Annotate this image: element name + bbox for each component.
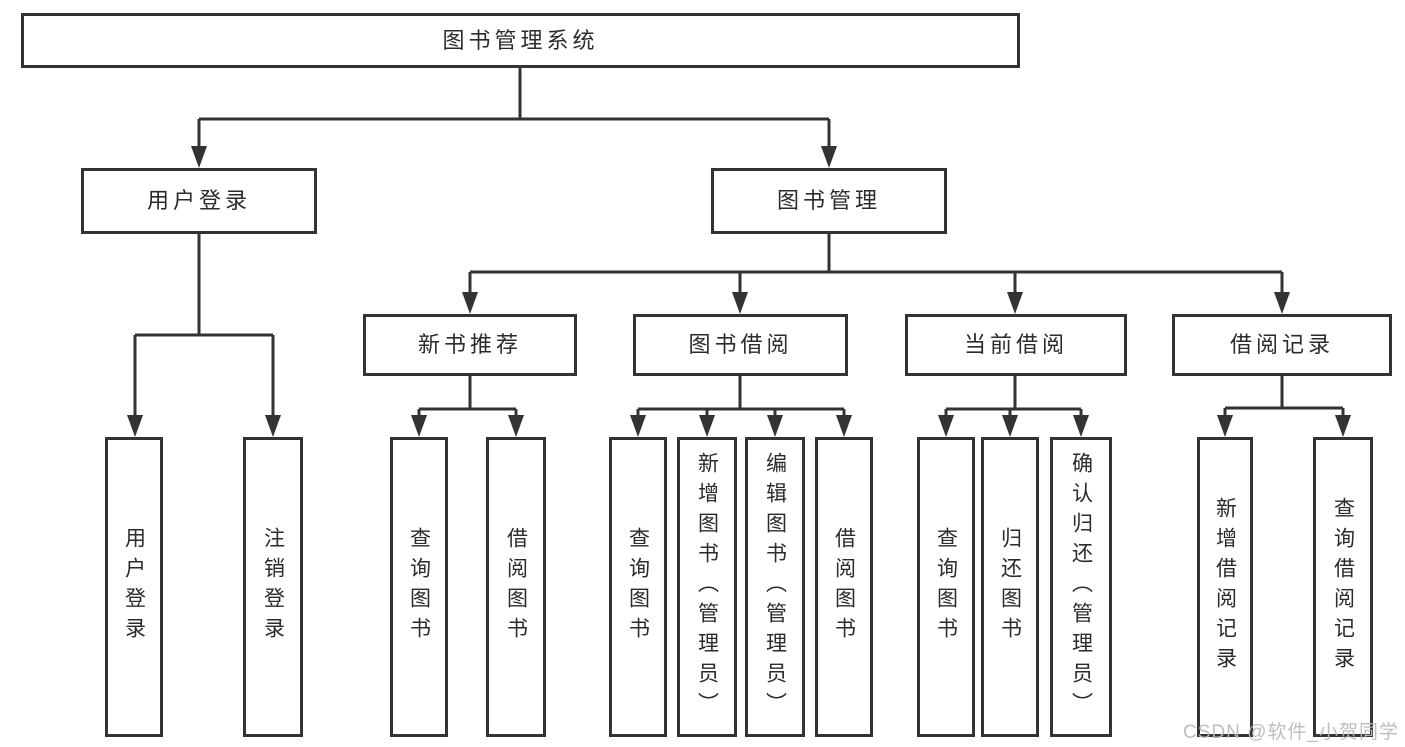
leaf-logout: 注销登录	[243, 437, 303, 737]
leaf-user-login-label: 用户登录	[122, 527, 146, 647]
leaf-query-borrow-record-label: 查询借阅记录	[1331, 497, 1355, 677]
leaf-return-book-label: 归还图书	[998, 527, 1022, 647]
node-root: 图书管理系统	[21, 13, 1020, 68]
node-current-borrow: 当前借阅	[905, 314, 1127, 376]
leaf-add-book-admin-label: 新增图书（管理员）	[695, 452, 719, 722]
leaf-query-books-2: 查询图书	[609, 437, 667, 737]
leaf-user-login: 用户登录	[105, 437, 163, 737]
node-root-label: 图书管理系统	[442, 27, 599, 53]
leaf-query-books-1: 查询图书	[390, 437, 448, 737]
node-new-book-recommend: 新书推荐	[363, 314, 577, 376]
node-borrow-record-label: 借阅记录	[1229, 332, 1334, 357]
leaf-borrow-books-1: 借阅图书	[486, 437, 546, 737]
node-book-borrow-label: 图书借阅	[688, 332, 793, 357]
node-borrow-record: 借阅记录	[1172, 314, 1392, 376]
csdn-watermark: CSDN @软件_小贺同学	[1183, 722, 1399, 743]
node-user-login-label: 用户登录	[146, 188, 251, 213]
leaf-confirm-return-admin: 确认归还（管理员）	[1050, 437, 1112, 737]
leaf-add-borrow-record: 新增借阅记录	[1197, 437, 1253, 737]
node-book-management-label: 图书管理	[776, 188, 881, 213]
leaf-edit-book-admin: 编辑图书（管理员）	[745, 437, 805, 737]
leaf-add-book-admin: 新增图书（管理员）	[677, 437, 737, 737]
node-new-book-recommend-label: 新书推荐	[417, 332, 522, 357]
node-user-login: 用户登录	[81, 168, 317, 234]
leaf-query-books-2-label: 查询图书	[626, 527, 650, 647]
leaf-borrow-books-2: 借阅图书	[815, 437, 873, 737]
leaf-query-borrow-record: 查询借阅记录	[1313, 437, 1373, 737]
leaf-query-books-3: 查询图书	[917, 437, 975, 737]
leaf-add-borrow-record-label: 新增借阅记录	[1213, 497, 1237, 677]
node-book-management: 图书管理	[711, 168, 947, 234]
node-current-borrow-label: 当前借阅	[963, 332, 1068, 357]
node-book-borrow: 图书借阅	[633, 314, 848, 376]
leaf-edit-book-admin-label: 编辑图书（管理员）	[763, 452, 787, 722]
leaf-query-books-3-label: 查询图书	[934, 527, 958, 647]
leaf-borrow-books-2-label: 借阅图书	[832, 527, 856, 647]
leaf-return-book: 归还图书	[981, 437, 1039, 737]
connector-lines	[133, 68, 1345, 419]
leaf-logout-label: 注销登录	[261, 527, 285, 647]
leaf-query-books-1-label: 查询图书	[407, 527, 431, 647]
leaf-borrow-books-1-label: 借阅图书	[504, 527, 528, 647]
leaf-confirm-return-admin-label: 确认归还（管理员）	[1069, 452, 1093, 722]
